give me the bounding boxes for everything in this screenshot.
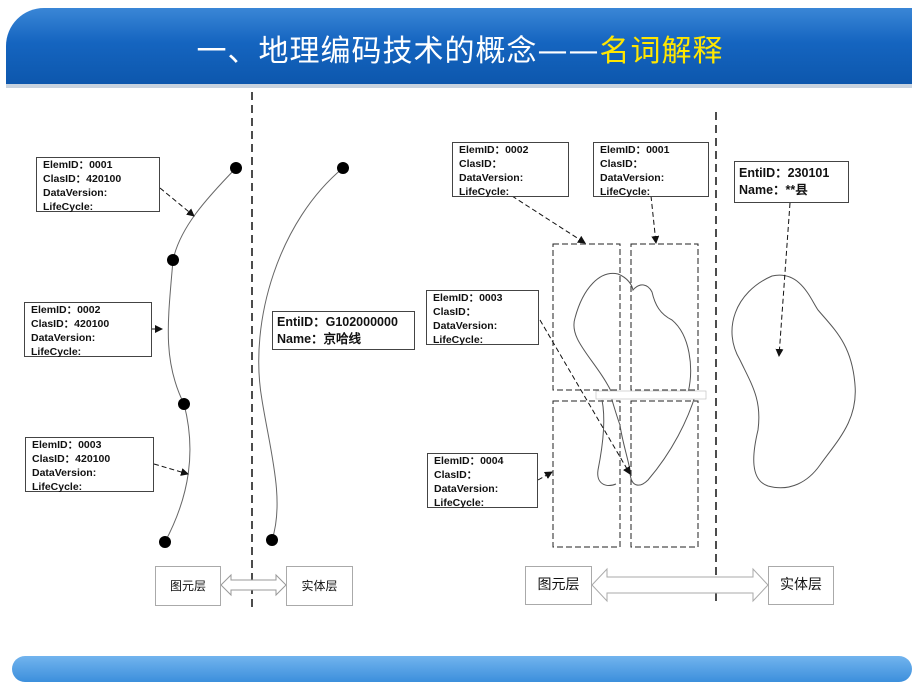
title-banner xyxy=(6,8,912,84)
data-version-line: DataVersion: xyxy=(600,172,665,184)
elem-id-line: ElemID：0001 xyxy=(43,159,113,171)
entity-polygon xyxy=(731,274,856,489)
clas-id-line: ClasID：420100 xyxy=(43,173,122,185)
element-layer-label: 图元层 xyxy=(525,566,592,605)
clas-id-line: ClasID： xyxy=(600,158,644,170)
life-cycle-line: LifeCycle: xyxy=(31,346,82,358)
clas-id-line: ClasID： xyxy=(433,306,477,318)
node-dot xyxy=(167,254,179,266)
bidirectional-arrow xyxy=(591,567,769,603)
pointer-arrow xyxy=(159,187,195,217)
entity-line xyxy=(258,167,344,541)
title-highlight: 名词解释 xyxy=(599,34,724,69)
life-cycle-line: LifeCycle: xyxy=(433,334,484,346)
node-dot xyxy=(230,162,242,174)
element-info-box: ElemID：0003 ClasID： DataVersion: LifeCyc… xyxy=(426,290,539,346)
element-info-box: ElemID：0002 ClasID：420100 DataVersion: L… xyxy=(24,302,152,358)
life-cycle-line: LifeCycle: xyxy=(43,201,94,213)
node-dot xyxy=(266,534,278,546)
footer-bar xyxy=(12,656,912,682)
entity-id-line: EntiID：G102000000 xyxy=(277,315,398,329)
pointer-arrow xyxy=(539,319,631,475)
element-info-box: ElemID：0004 ClasID： DataVersion: LifeCyc… xyxy=(427,453,538,509)
elem-id-line: ElemID：0003 xyxy=(433,292,503,304)
pointer-arrow xyxy=(153,463,189,476)
data-version-line: DataVersion: xyxy=(43,187,108,199)
elem-id-line: ElemID：0002 xyxy=(31,304,101,316)
entity-layer-label: 实体层 xyxy=(768,566,834,605)
elem-id-line: ElemID：0002 xyxy=(459,144,529,156)
elem-id-line: ElemID：0004 xyxy=(434,455,504,467)
node-dot xyxy=(178,398,190,410)
entity-id-line: EntiID：230101 xyxy=(739,166,830,180)
entity-layer-label: 实体层 xyxy=(286,566,353,606)
area-polygon-fragment xyxy=(597,399,617,486)
pointer-arrow xyxy=(511,195,586,244)
data-version-line: DataVersion: xyxy=(434,483,499,495)
pointer-arrow xyxy=(650,195,660,244)
tile-rect xyxy=(552,400,621,548)
clas-id-line: ClasID： xyxy=(434,469,478,481)
element-info-box: ElemID：0001 ClasID：420100 DataVersion: L… xyxy=(36,157,160,213)
elem-id-line: ElemID：0003 xyxy=(32,439,102,451)
pointer-arrow xyxy=(537,471,553,481)
data-version-line: DataVersion: xyxy=(433,320,498,332)
life-cycle-line: LifeCycle: xyxy=(434,497,485,509)
area-polygon-fragment xyxy=(573,272,697,486)
page-title: 一、地理编码技术的概念——名词解释 xyxy=(0,26,920,70)
data-version-line: DataVersion: xyxy=(32,467,97,479)
element-layer-label: 图元层 xyxy=(155,566,221,606)
element-info-box: ElemID：0001 ClasID： DataVersion: LifeCyc… xyxy=(593,142,709,198)
tile-gap xyxy=(595,390,707,400)
entity-info-box: EntiID：G102000000 Name：京哈线 xyxy=(272,311,415,350)
tile-rect xyxy=(630,400,699,548)
data-version-line: DataVersion: xyxy=(459,172,524,184)
element-info-box: ElemID：0003 ClasID：420100 DataVersion: L… xyxy=(25,437,154,493)
element-info-box: ElemID：0002 ClasID： DataVersion: LifeCyc… xyxy=(452,142,569,198)
element-line-segments xyxy=(164,167,237,543)
title-banner-shadow xyxy=(6,84,912,88)
tile-rect xyxy=(552,243,621,391)
node-dot xyxy=(337,162,349,174)
node-dot xyxy=(159,536,171,548)
data-version-line: DataVersion: xyxy=(31,332,96,344)
entity-info-box: EntiID：230101 Name：**县 xyxy=(734,161,849,203)
clas-id-line: ClasID： xyxy=(459,158,503,170)
clas-id-line: ClasID：420100 xyxy=(31,318,110,330)
entity-name-line: Name：京哈线 xyxy=(277,332,362,346)
clas-id-line: ClasID：420100 xyxy=(32,453,111,465)
entity-name-line: Name：**县 xyxy=(739,183,808,197)
bidirectional-arrow xyxy=(220,573,287,597)
title-main: 一、地理编码技术的概念—— xyxy=(196,34,600,69)
life-cycle-line: LifeCycle: xyxy=(600,186,651,198)
life-cycle-line: LifeCycle: xyxy=(32,481,83,493)
pointer-arrow xyxy=(775,202,791,357)
tile-rect xyxy=(630,243,699,391)
elem-id-line: ElemID：0001 xyxy=(600,144,670,156)
life-cycle-line: LifeCycle: xyxy=(459,186,510,198)
